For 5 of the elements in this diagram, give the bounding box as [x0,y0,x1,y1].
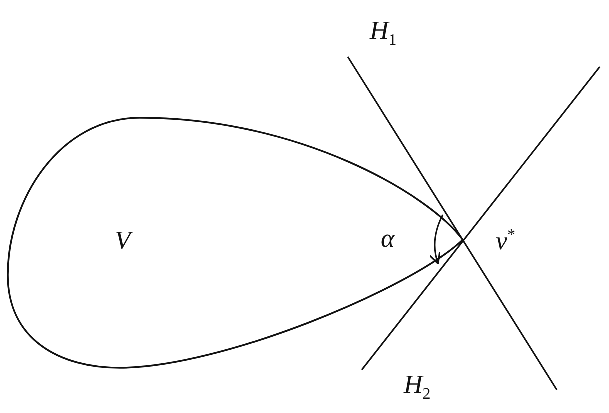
line-label: H$_{2}$ [404,372,431,404]
line-label: H$_{1}$ [370,18,397,50]
point-label: v$^{*}$ [496,228,516,255]
angle-label: α [381,226,395,252]
region-label: V [115,228,131,254]
